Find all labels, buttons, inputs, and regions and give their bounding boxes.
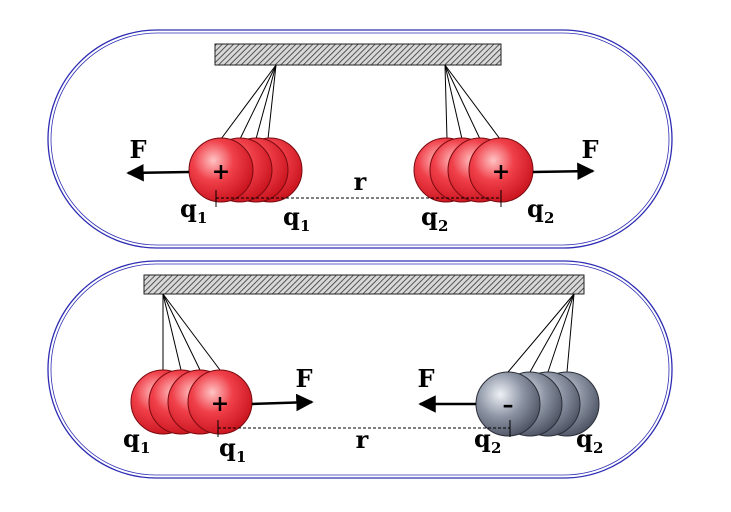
- distance-label: r: [356, 425, 369, 454]
- svg-text:q: q: [474, 424, 491, 453]
- charge-label-q2-outer: q 2: [576, 424, 603, 457]
- force-label-left: F: [295, 364, 312, 393]
- ball-stack-left: [188, 137, 303, 203]
- charge-sign-left: +: [211, 391, 229, 417]
- svg-text:2: 2: [544, 209, 554, 227]
- svg-text:2: 2: [438, 217, 448, 235]
- svg-text:q: q: [283, 202, 300, 231]
- charge-sign-left: +: [212, 159, 230, 185]
- charge-label-q2-outer: q 2: [527, 194, 554, 227]
- panel-frame-inner: [50, 32, 670, 246]
- svg-text:q: q: [421, 202, 438, 231]
- svg-text:1: 1: [300, 217, 310, 235]
- force-arrow-left: [251, 393, 314, 412]
- svg-text:q: q: [123, 424, 140, 453]
- threads-left: [220, 64, 277, 140]
- ball-stack-right: [475, 371, 600, 437]
- svg-text:1: 1: [236, 448, 246, 466]
- charge-label-q1-inner: q 1: [219, 433, 246, 466]
- svg-text:1: 1: [140, 439, 150, 457]
- ball-stack-left: [130, 369, 253, 435]
- ceiling-support: [143, 274, 585, 295]
- force-label-left: F: [129, 135, 146, 164]
- force-arrow-left: [126, 163, 190, 182]
- threads-right: [444, 64, 501, 140]
- charge-sign-right: –: [503, 392, 514, 418]
- force-arrow-right: [532, 162, 595, 181]
- charge-label-q2-inner: q 2: [474, 424, 501, 457]
- threads-right: [507, 293, 575, 373]
- panel-repulsion: + + F F r q 1 q 1 q 2 q 2: [47, 29, 673, 249]
- charge-label-q1-inner: q 1: [283, 202, 310, 235]
- force-label-right: F: [417, 364, 434, 393]
- svg-text:q: q: [180, 194, 197, 223]
- panel-frame-inner: [50, 263, 670, 476]
- panel-attraction: + – F F r q 1 q 1 q 2 q 2: [47, 260, 673, 479]
- svg-text:q: q: [576, 424, 593, 453]
- svg-text:1: 1: [197, 209, 207, 227]
- charge-sign-right: +: [492, 159, 510, 185]
- charge-label-q2-inner: q 2: [421, 202, 448, 235]
- force-label-right: F: [581, 135, 598, 164]
- svg-text:q: q: [219, 433, 236, 462]
- svg-text:2: 2: [491, 439, 501, 457]
- distance-label: r: [354, 167, 367, 196]
- charge-label-q1-outer: q 1: [123, 424, 150, 457]
- threads-left: [162, 293, 221, 371]
- svg-text:2: 2: [593, 439, 603, 457]
- ball-stack-right: [413, 137, 534, 203]
- panel-frame: [47, 260, 673, 479]
- svg-text:q: q: [527, 194, 544, 223]
- charge-label-q1-outer: q 1: [180, 194, 207, 227]
- ceiling-support: [214, 43, 502, 66]
- panel-frame: [47, 29, 673, 249]
